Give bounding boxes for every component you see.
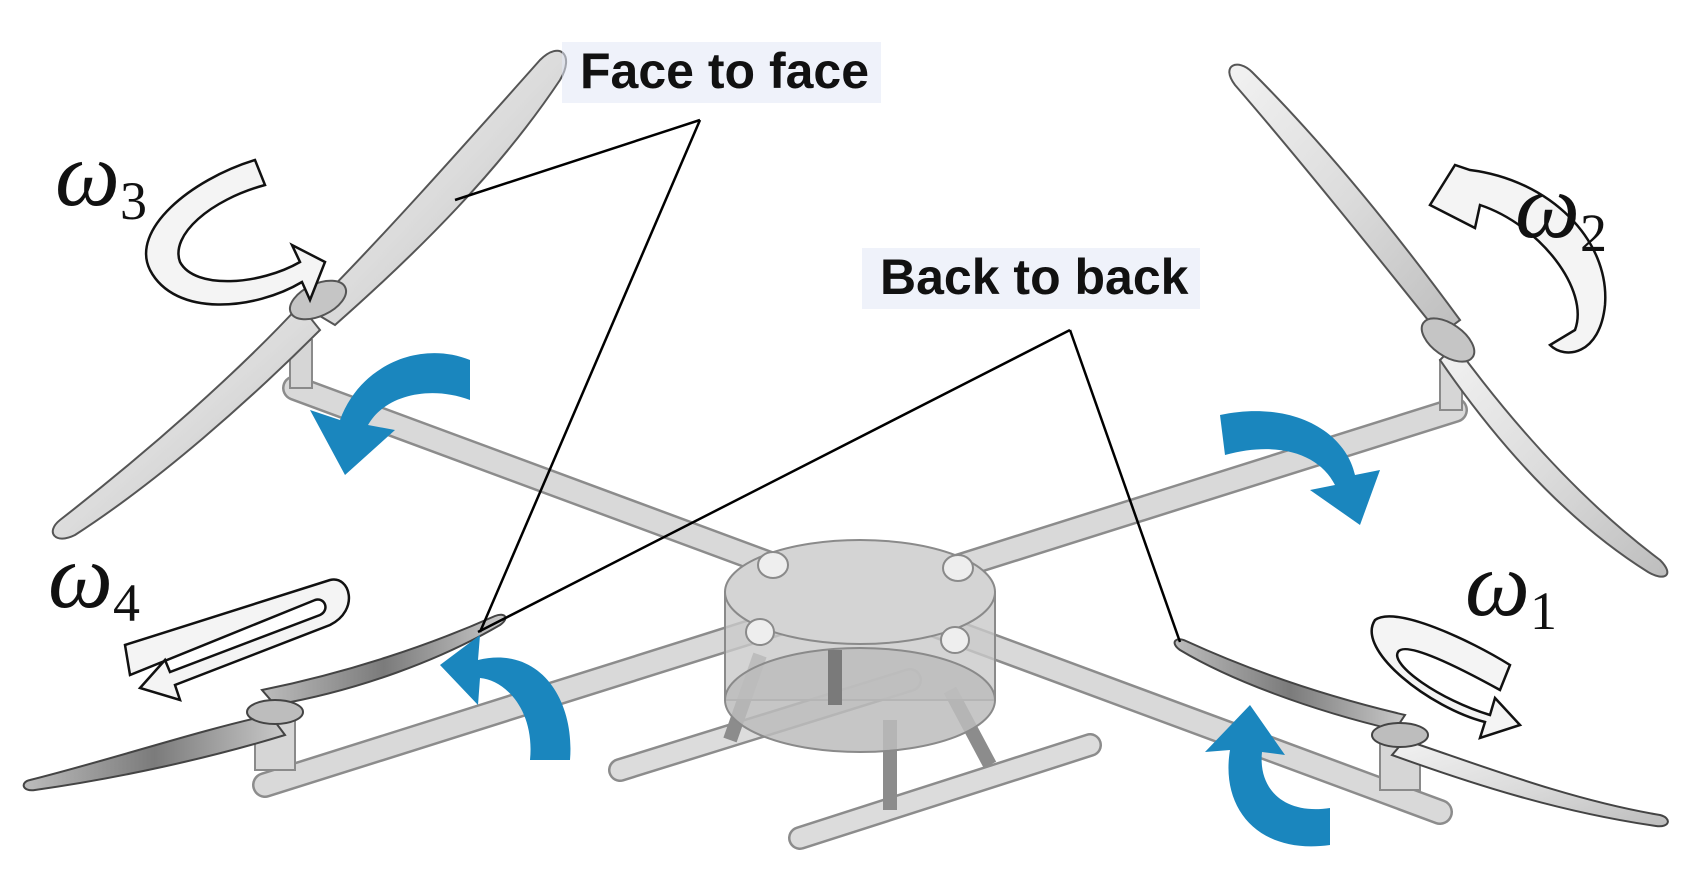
- propeller-4: [22, 613, 507, 792]
- propeller-2: [1228, 63, 1669, 578]
- rotation-arrow-4: [123, 578, 350, 702]
- rotation-arrow-2: [1428, 163, 1607, 354]
- rotation-arrow-1: [1370, 615, 1523, 740]
- back-to-back-label: Back to back: [862, 248, 1201, 309]
- torque-arrow-3: [310, 353, 470, 475]
- torque-arrow-2: [1220, 411, 1380, 525]
- omega-1-label: ω1: [1465, 533, 1557, 641]
- omega-2-label: ω2: [1515, 155, 1607, 263]
- central-hub: [724, 539, 996, 753]
- rotation-arrow-3: [144, 158, 327, 306]
- face-to-face-label: Face to face: [562, 42, 882, 103]
- propeller-1: [1173, 638, 1669, 828]
- back-to-back-leaders: [477, 328, 1182, 643]
- omega-4-label: ω4: [48, 525, 140, 633]
- torque-arrow-4: [440, 635, 571, 760]
- propeller-3: [51, 49, 567, 540]
- torque-arrow-1: [1205, 705, 1330, 847]
- face-to-face-leaders: [454, 118, 702, 633]
- omega-3-label: ω3: [55, 123, 147, 231]
